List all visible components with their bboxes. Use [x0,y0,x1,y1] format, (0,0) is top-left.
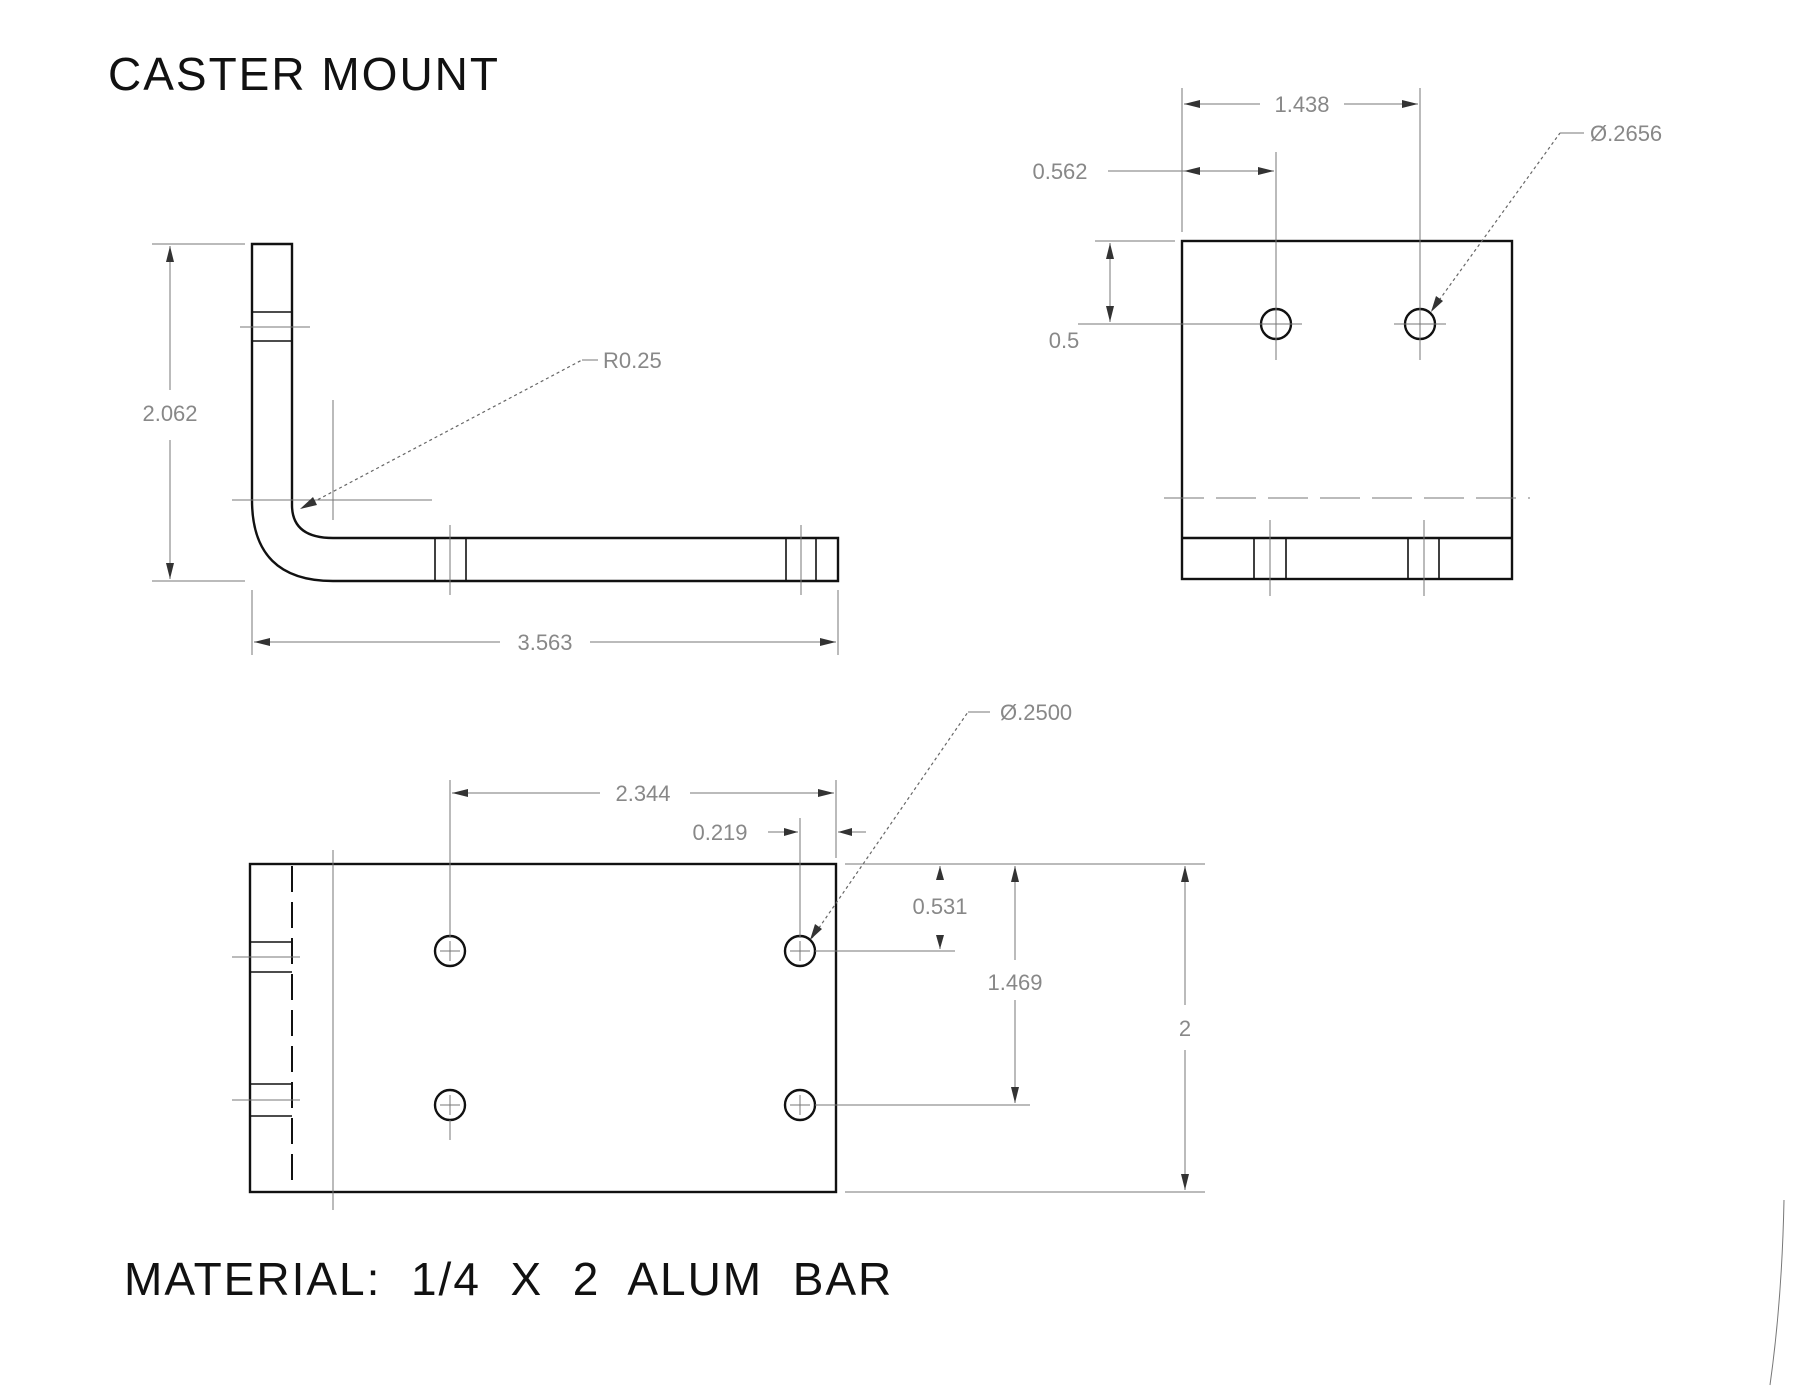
end-hole-diameter-dimension: Ø.2656 [1590,121,1662,146]
end-view-outline [1180,239,1514,581]
top-row-spacing-dimension: 1.469 [987,970,1042,995]
end-hole-offset-dimension: 0.562 [1032,159,1087,184]
end-hole-spacing-dimension: 1.438 [1274,92,1329,117]
side-view: 2.062 3.563 R0.25 [142,242,840,655]
drawing-title: CASTER MOUNT [108,48,500,100]
end-hole-height-dimension: 0.5 [1049,328,1080,353]
top-hole-spacing-dimension: 2.344 [615,781,670,806]
top-offset-dimension: 0.531 [912,894,967,919]
top-view: 2.344 0.219 Ø.2500 0.531 1.469 2 [232,700,1205,1210]
side-length-dimension: 3.563 [517,630,572,655]
end-view: 1.438 0.562 0.5 Ø.2656 [1032,88,1662,596]
top-width-dimension: 2 [1179,1016,1191,1041]
top-view-outline [248,862,838,1194]
top-edge-offset-dimension: 0.219 [692,820,747,845]
bend-radius-dimension: R0.25 [603,348,662,373]
top-hole-diameter-dimension: Ø.2500 [1000,700,1072,725]
side-view-profile [250,242,840,583]
side-height-dimension: 2.062 [142,401,197,426]
material-note: MATERIAL: 1/4 X 2 ALUM BAR [124,1253,893,1305]
